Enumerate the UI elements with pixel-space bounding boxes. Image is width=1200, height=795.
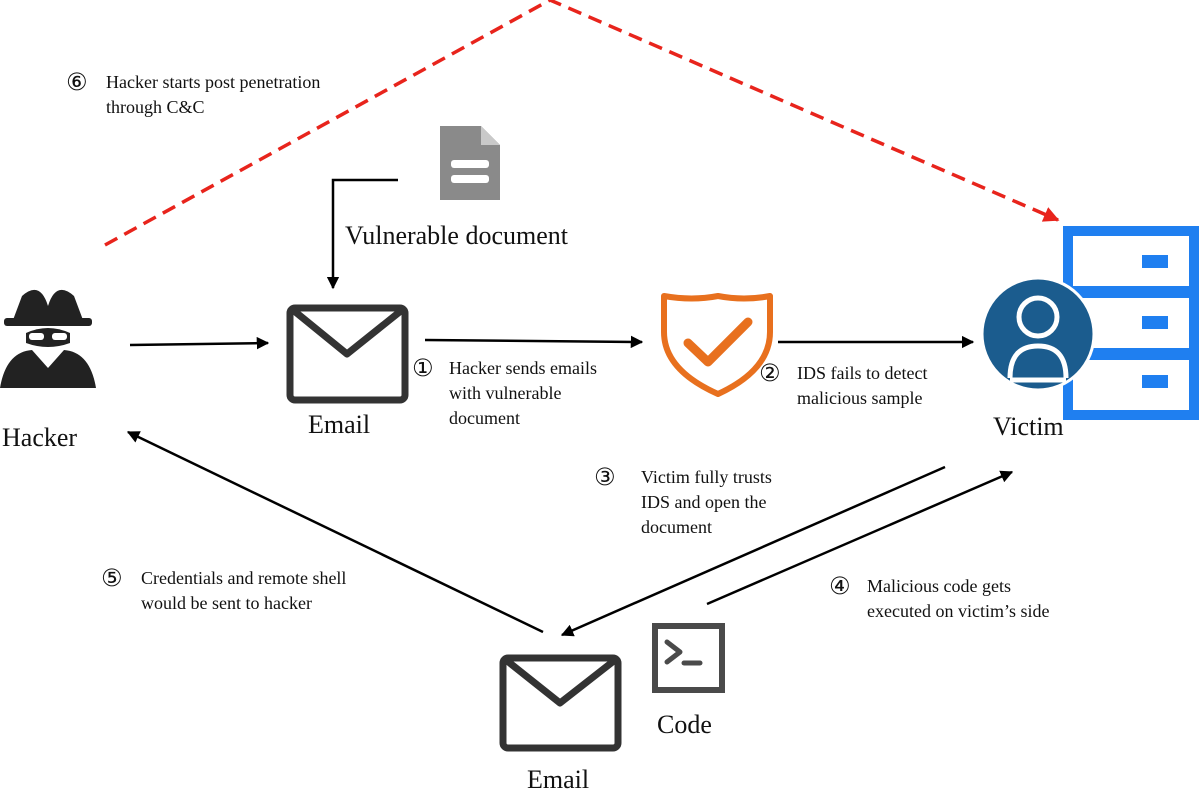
email-bottom-label: Email [527, 765, 590, 794]
terminal-icon [652, 623, 725, 693]
step-3-number: ③ [594, 463, 616, 491]
step-3-line: Victim fully trusts [641, 467, 772, 487]
step-1-text: Hacker sends emails with vulnerable docu… [449, 356, 597, 431]
step-5-line: Credentials and remote shell [141, 568, 347, 588]
step-1-line: with vulnerable [449, 383, 562, 403]
step-6-text: Hacker starts post penetration through C… [106, 70, 320, 120]
arrow-document-to-email [326, 178, 398, 290]
step-3-text: Victim fully trusts IDS and open the doc… [641, 465, 772, 540]
arrow-hacker-to-email [129, 336, 270, 350]
step-2-line: IDS fails to detect [797, 363, 928, 383]
step-6-number: ⑥ [66, 68, 88, 96]
hacker-label: Hacker [2, 423, 78, 452]
step-4-line: executed on victim’s side [867, 601, 1050, 621]
arrow-email-to-hacker [126, 430, 544, 634]
step-5-number: ⑤ [101, 564, 123, 592]
document-icon [440, 126, 500, 200]
step-3-line: document [641, 517, 712, 537]
arrow-email-to-ids [424, 335, 644, 349]
email-top-label: Email [308, 410, 371, 439]
code-label: Code [657, 710, 712, 739]
hacker-icon [0, 289, 96, 388]
user-icon [980, 276, 1096, 392]
step-1-line: document [449, 408, 520, 428]
step-4-text: Malicious code gets executed on victim’s… [867, 574, 1049, 624]
step-4-line: Malicious code gets [867, 576, 1011, 596]
email-icon [499, 654, 622, 752]
step-2-line: malicious sample [797, 388, 923, 408]
step-4-number: ④ [829, 572, 851, 600]
vulnerable-document-label: Vulnerable document [345, 221, 568, 250]
arrow-code-to-victim [706, 470, 1014, 606]
step-6-line: through C&C [106, 97, 205, 117]
server-icon [1063, 226, 1199, 420]
step-5-text: Credentials and remote shell would be se… [141, 566, 346, 616]
email-icon [286, 304, 409, 404]
victim-label: Victim [993, 412, 1064, 441]
step-3-line: IDS and open the [641, 492, 767, 512]
step-6-line: Hacker starts post penetration [106, 72, 321, 92]
shield-check-icon [661, 293, 773, 397]
step-2-number: ② [759, 359, 781, 387]
step-1-line: Hacker sends emails [449, 358, 597, 378]
arrow-victim-to-email [560, 465, 946, 637]
post-penetration-path [104, 0, 1060, 247]
step-2-text: IDS fails to detect malicious sample [797, 361, 927, 411]
step-5-line: would be sent to hacker [141, 593, 312, 613]
step-1-number: ① [412, 354, 434, 382]
